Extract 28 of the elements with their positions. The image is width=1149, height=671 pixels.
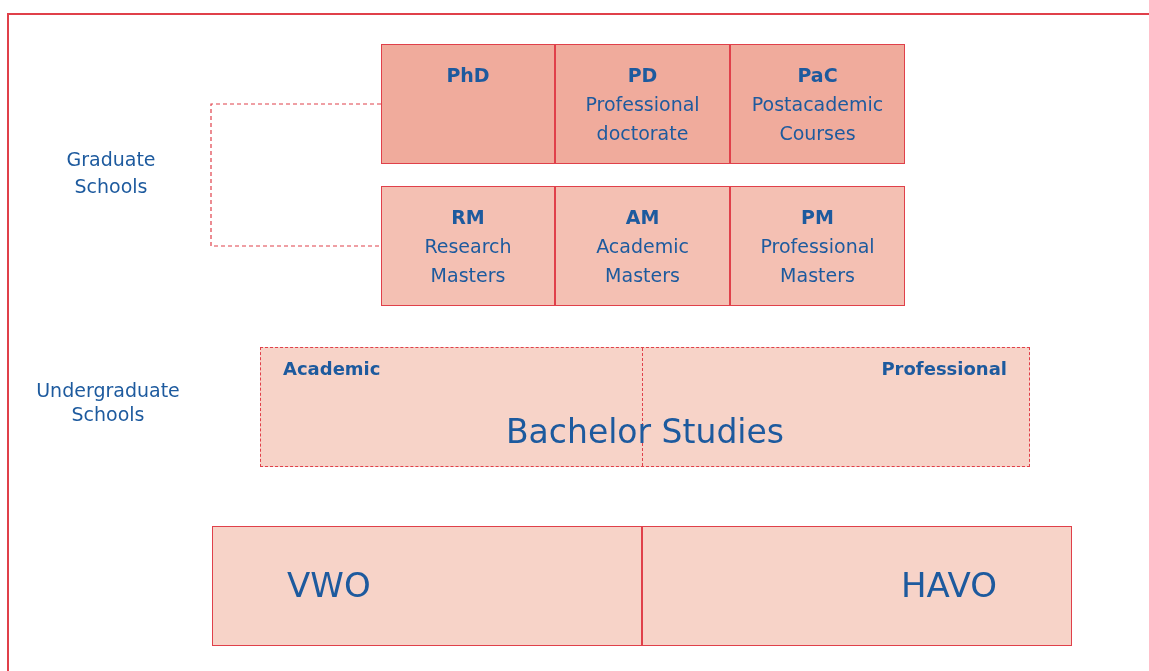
bachelor-band [260, 347, 1030, 467]
track-label: Professional [881, 358, 1007, 379]
connector-line [210, 103, 382, 247]
program-code: RM [450, 205, 486, 230]
program-name: Academic Masters [595, 234, 690, 288]
band-title: Bachelor Studies [505, 412, 785, 451]
program-code: PM [800, 205, 835, 230]
program-name: Postacademic Courses [750, 92, 885, 146]
tier-label: Graduate Schools [65, 147, 157, 199]
program-box [730, 186, 905, 306]
program-code: PaC [796, 63, 839, 88]
tier-label: Undergraduate Schools [35, 378, 181, 426]
school-box [642, 526, 1072, 646]
program-code: PhD [445, 63, 491, 88]
program-box [381, 186, 555, 306]
program-box [555, 186, 730, 306]
program-box [730, 44, 905, 164]
school-box [212, 526, 642, 646]
school-name: HAVO [900, 565, 997, 605]
track-label: Academic [283, 358, 381, 379]
program-box [555, 44, 730, 164]
school-name: VWO [287, 565, 371, 605]
program-code: AM [624, 205, 661, 230]
program-code: PD [626, 63, 659, 88]
program-box [381, 44, 555, 164]
program-name: Professional doctorate [584, 92, 701, 146]
program-name: Professional Masters [759, 234, 876, 288]
program-name: Research Masters [423, 234, 513, 288]
